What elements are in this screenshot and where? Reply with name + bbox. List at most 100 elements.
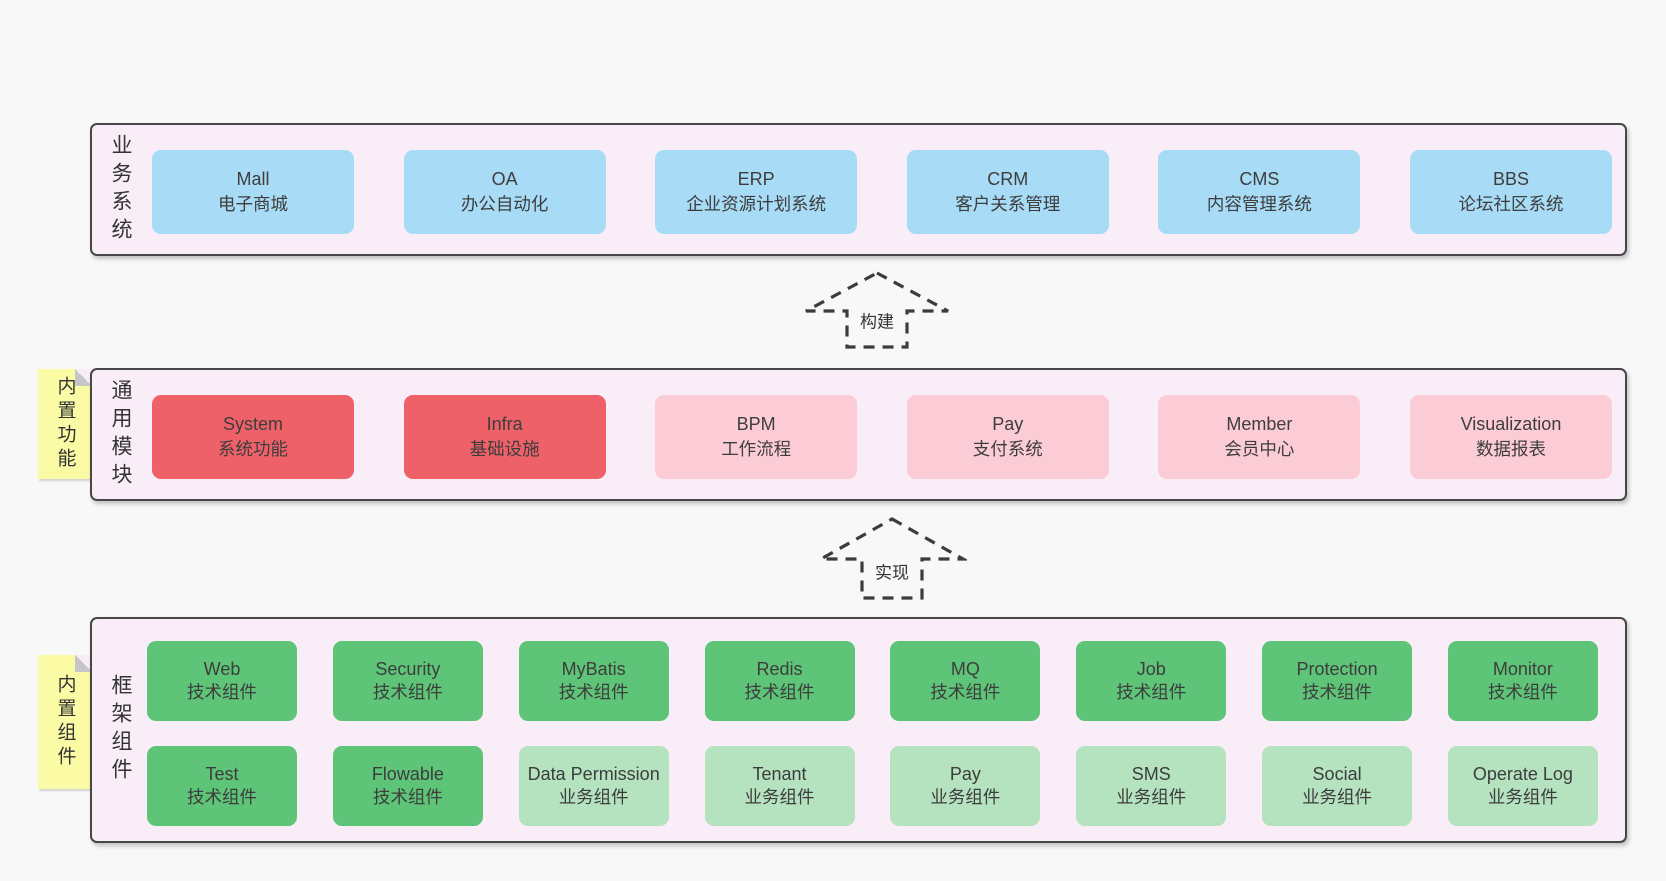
box-subtitle: 技术组件: [930, 682, 1001, 703]
arrow-implement: 实现: [817, 517, 967, 601]
box-title: Test: [205, 763, 239, 784]
box-title: MyBatis: [561, 658, 626, 679]
box-subtitle: 业务组件: [1116, 787, 1187, 808]
box-subtitle: 技术组件: [558, 682, 629, 703]
arrow-implement-label: 实现: [871, 557, 913, 585]
box-title: Job: [1136, 658, 1166, 679]
box-title: System: [222, 414, 283, 435]
box-subtitle: 企业资源计划系统: [686, 194, 827, 215]
box-title: OA: [491, 169, 518, 190]
box-subtitle: 支付系统: [972, 439, 1043, 460]
arrow-build-label: 构建: [856, 306, 898, 334]
box-web: Web 技术组件: [147, 641, 297, 721]
box-subtitle: 电子商城: [218, 194, 288, 215]
box-title: BPM: [736, 414, 776, 435]
box-flowable: Flowable 技术组件: [332, 746, 483, 826]
box-subtitle: 技术组件: [187, 787, 257, 808]
box-title: Operate Log: [1472, 763, 1573, 784]
box-subtitle: 客户关系管理: [955, 194, 1061, 215]
box-social: Social 业务组件: [1262, 746, 1413, 826]
box-title: Monitor: [1492, 658, 1553, 679]
box-title: Infra: [486, 414, 523, 435]
box-mybatis: MyBatis 技术组件: [518, 641, 669, 721]
box-subtitle: 业务组件: [1302, 787, 1373, 808]
box-operate-log: Operate Log 业务组件: [1447, 746, 1598, 826]
box-subtitle: 技术组件: [1487, 682, 1558, 703]
box-title: Visualization: [1460, 414, 1562, 435]
box-test: Test 技术组件: [147, 746, 297, 826]
box-subtitle: 办公自动化: [460, 194, 549, 215]
sticky-note-builtin-features: 内置功能: [38, 369, 92, 479]
box-subtitle: 技术组件: [744, 682, 815, 703]
box-mq: MQ 技术组件: [890, 641, 1041, 721]
box-subtitle: 工作流程: [721, 439, 792, 460]
box-title: Pay: [949, 763, 981, 784]
box-erp: ERP 企业资源计划系统: [655, 150, 858, 234]
box-title: Redis: [756, 658, 803, 679]
box-title: Pay: [992, 414, 1024, 435]
box-crm: CRM 客户关系管理: [906, 150, 1109, 234]
box-title: BBS: [1492, 169, 1529, 190]
box-system: System 系统功能: [152, 395, 354, 479]
box-data-permission: Data Permission 业务组件: [518, 746, 669, 826]
box-title: Web: [203, 658, 241, 679]
modules-box-row: System 系统功能 Infra 基础设施 BPM 工作流程 Pay 支付系统 Member 会…: [152, 395, 1612, 479]
box-subtitle: 业务组件: [930, 787, 1001, 808]
up-arrow-icon: [817, 517, 967, 600]
box-subtitle: 论坛社区系统: [1458, 194, 1564, 215]
box-visualization: Visualization 数据报表: [1409, 395, 1612, 479]
box-member: Member 会员中心: [1158, 395, 1361, 479]
box-bpm: BPM 工作流程: [655, 395, 858, 479]
box-subtitle: 技术组件: [1302, 682, 1373, 703]
box-title: Security: [375, 658, 441, 679]
box-monitor: Monitor 技术组件: [1447, 641, 1598, 721]
box-title: Member: [1226, 414, 1293, 435]
box-protection: Protection 技术组件: [1262, 641, 1413, 721]
box-infra: Infra 基础设施: [403, 395, 606, 479]
box-pay: Pay 支付系统: [906, 395, 1109, 479]
box-cms: CMS 内容管理系统: [1158, 150, 1361, 234]
box-subtitle: 数据报表: [1475, 439, 1546, 460]
box-subtitle: 基础设施: [469, 439, 540, 460]
up-arrow-icon: [805, 271, 949, 349]
box-title: CRM: [987, 169, 1029, 190]
sticky-note-builtin-components: 内置组件: [38, 655, 92, 789]
box-redis: Redis 技术组件: [704, 641, 855, 721]
box-subtitle: 技术组件: [1116, 682, 1187, 703]
box-subtitle: 会员中心: [1224, 439, 1295, 460]
box-title: MQ: [950, 658, 980, 679]
arrow-build: 构建: [802, 271, 952, 350]
box-title: Data Permission: [527, 763, 660, 784]
box-title: Flowable: [371, 763, 444, 784]
box-title: Protection: [1296, 658, 1378, 679]
box-title: Mall: [236, 169, 270, 190]
layer-common-modules: 通用模块 System 系统功能 Infra 基础设施 BPM 工作流程 Pay 支付系统 Me…: [90, 368, 1627, 501]
layer-label-modules: 通用模块: [109, 378, 132, 491]
box-subtitle: 技术组件: [372, 787, 443, 808]
box-title: CMS: [1239, 169, 1280, 190]
box-title: ERP: [737, 169, 775, 190]
box-subtitle: 技术组件: [372, 682, 443, 703]
box-job: Job 技术组件: [1076, 641, 1227, 721]
box-subtitle: 系统功能: [218, 439, 288, 460]
box-mall: Mall 电子商城: [152, 150, 354, 234]
box-subtitle: 业务组件: [558, 787, 629, 808]
box-subtitle: 技术组件: [187, 682, 257, 703]
box-subtitle: 内容管理系统: [1206, 194, 1312, 215]
box-pay: Pay 业务组件: [890, 746, 1041, 826]
box-bbs: BBS 论坛社区系统: [1409, 150, 1612, 234]
box-title: Social: [1312, 763, 1362, 784]
layer-label-components: 框架组件: [109, 674, 132, 786]
business-box-row: Mall 电子商城 OA 办公自动化 ERP 企业资源计划系统 CRM 客户关系管理 CMS 内容…: [152, 150, 1612, 234]
box-subtitle: 业务组件: [744, 787, 815, 808]
box-security: Security 技术组件: [332, 641, 483, 721]
box-subtitle: 业务组件: [1487, 787, 1558, 808]
box-oa: OA 办公自动化: [403, 150, 606, 234]
